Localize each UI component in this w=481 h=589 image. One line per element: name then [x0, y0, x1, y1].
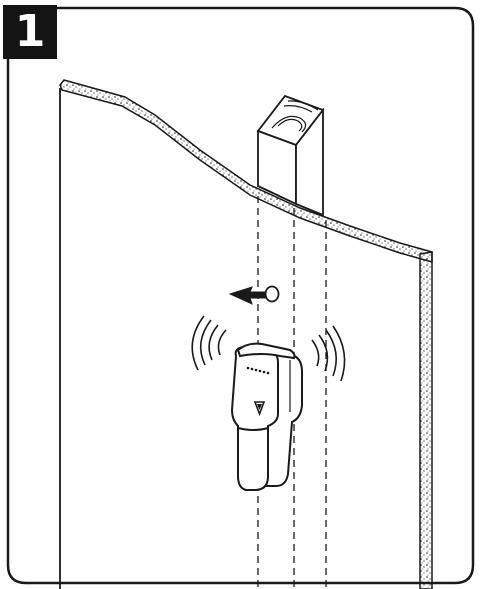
nail-icon [264, 285, 280, 303]
center-marker [253, 401, 266, 417]
wall-panel-icon [59, 79, 433, 589]
arrow-icon [228, 286, 267, 305]
step-number: 1 [14, 6, 46, 57]
led-indicators [246, 366, 270, 375]
step-number-badge: 1 [3, 5, 57, 59]
signal-waves-icon [311, 325, 346, 382]
signal-waves-icon [191, 315, 227, 371]
stud-finder-device-icon [230, 342, 303, 491]
wood-stud-icon [256, 94, 325, 217]
frame-border [6, 6, 475, 585]
